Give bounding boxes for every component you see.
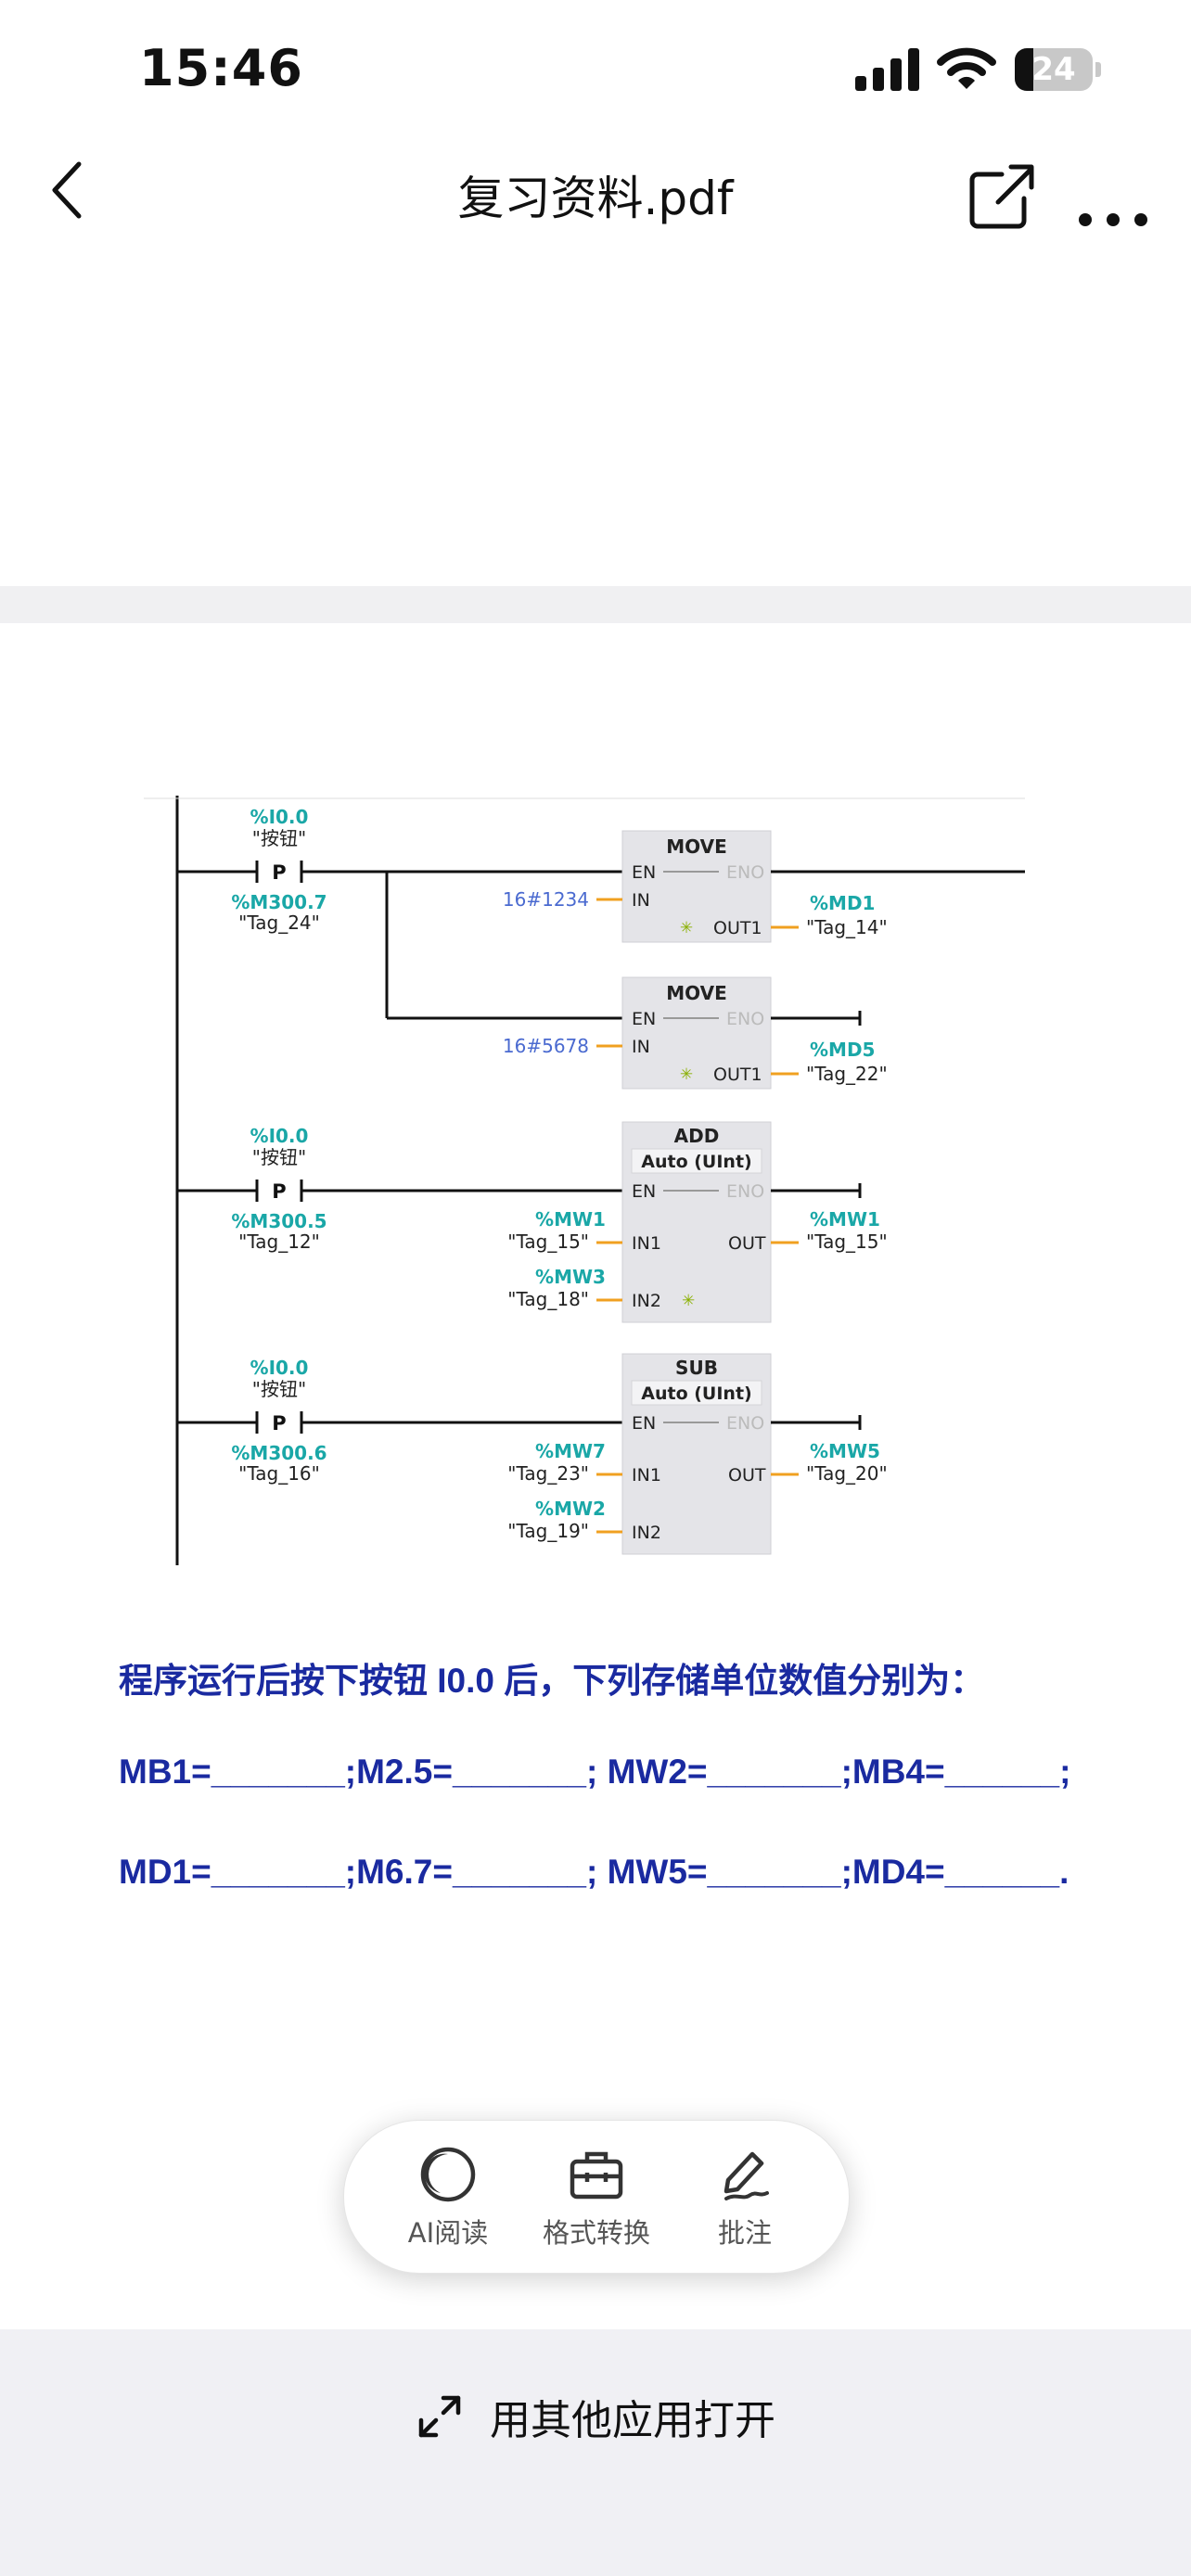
- rung3-contact-address: %I0.0: [250, 1357, 309, 1379]
- page-separator: [0, 586, 1191, 623]
- more-options-button[interactable]: [1076, 158, 1150, 232]
- open-with-bar: 用其他应用打开: [0, 2329, 1191, 2576]
- move1-out-address: %MD1: [810, 892, 875, 914]
- move-block-2: [621, 976, 772, 1090]
- chevron-left-icon: [52, 161, 82, 219]
- sub-in1-address: %MW7: [535, 1440, 606, 1462]
- open-with-other-app-button[interactable]: 用其他应用打开: [0, 2379, 1191, 2454]
- cellular-signal-icon: [855, 48, 919, 91]
- rung2-edge-label: P: [272, 1180, 286, 1203]
- ai-read-label: AI阅读: [407, 2217, 489, 2249]
- svg-text:✳: ✳: [682, 1292, 695, 1310]
- sub-in1-tag: "Tag_23": [507, 1462, 589, 1485]
- floating-toolbar: AI阅读 格式转换 批注: [343, 2120, 850, 2274]
- move2-en: EN: [632, 1009, 656, 1029]
- move2-out: OUT1: [713, 1065, 762, 1085]
- rung3-edge-tag: "Tag_16": [238, 1462, 320, 1485]
- add-in1-address: %MW1: [535, 1208, 606, 1231]
- sub-in1: IN1: [632, 1465, 661, 1486]
- pen-icon: [724, 2151, 769, 2200]
- back-button[interactable]: [33, 158, 98, 223]
- add-en: EN: [632, 1181, 656, 1202]
- question-line-2: MD1=_______;M6.7=_______; MW5=_______;MD…: [119, 1853, 1069, 1891]
- rung2-contact-address: %I0.0: [250, 1125, 309, 1147]
- expand-icon: [418, 2395, 461, 2438]
- rung1-edge-address: %M300.7: [231, 891, 327, 913]
- add-in1: IN1: [632, 1233, 661, 1254]
- sub-in2-address: %MW2: [535, 1498, 606, 1520]
- sub-en: EN: [632, 1413, 656, 1434]
- format-convert-button[interactable]: 格式转换: [531, 2145, 661, 2256]
- move2-out-address: %MD5: [810, 1039, 875, 1061]
- add-in1-tag: "Tag_15": [507, 1231, 589, 1253]
- move1-eno: ENO: [726, 862, 764, 883]
- document-title: 复习资料.pdf: [457, 172, 734, 225]
- battery-indicator: 24: [1015, 48, 1101, 91]
- share-icon: [969, 164, 1034, 229]
- sub-in2: IN2: [632, 1523, 661, 1543]
- annotate-button[interactable]: 批注: [680, 2145, 810, 2256]
- question-title: 程序运行后按下按钮 I0.0 后，下列存储单位数值分别为：: [119, 1662, 985, 1700]
- sub-title: SUB: [675, 1357, 718, 1379]
- move2-eno: ENO: [726, 1009, 764, 1029]
- rung2-edge-tag: "Tag_12": [238, 1231, 320, 1253]
- ai-read-icon: [420, 2147, 476, 2202]
- sub-out: OUT: [728, 1465, 766, 1486]
- rung1-contact-tag: "按钮": [252, 827, 306, 849]
- add-out-address: %MW1: [810, 1208, 880, 1231]
- rung2-edge-address: %M300.5: [231, 1210, 327, 1232]
- add-title: ADD: [674, 1125, 720, 1147]
- move1-in: IN: [632, 890, 650, 911]
- rung1-edge-label: P: [272, 861, 286, 884]
- sub-out-address: %MW5: [810, 1440, 880, 1462]
- question-line-1: MB1=_______;M2.5=_______; MW2=_______;MB…: [119, 1753, 1071, 1791]
- rung1-contact-address: %I0.0: [250, 806, 309, 828]
- sub-eno: ENO: [726, 1413, 764, 1434]
- move-block-1: [621, 830, 772, 943]
- toolbox-icon: [570, 2151, 623, 2200]
- ladder-diagram: %I0.0 "按钮" P %M300.7 "Tag_24" MOVE EN EN…: [144, 796, 1025, 1565]
- status-bar: 15:46 24: [0, 0, 1191, 130]
- ai-read-button[interactable]: AI阅读: [383, 2145, 513, 2256]
- add-in2-address: %MW3: [535, 1266, 606, 1288]
- move1-out-tag: "Tag_14": [806, 916, 888, 938]
- rung2-contact-tag: "按钮": [252, 1146, 306, 1168]
- move1-out: OUT1: [713, 918, 762, 938]
- add-out-tag: "Tag_15": [806, 1231, 888, 1253]
- move2-title: MOVE: [666, 982, 727, 1004]
- svg-text:✳: ✳: [680, 919, 693, 937]
- rung3-contact-tag: "按钮": [252, 1378, 306, 1400]
- add-type: Auto (UInt): [641, 1152, 751, 1172]
- battery-level: 24: [1031, 51, 1076, 88]
- move2-out-tag: "Tag_22": [806, 1063, 888, 1085]
- sub-type: Auto (UInt): [641, 1384, 751, 1404]
- annotate-label: 批注: [717, 2217, 772, 2249]
- svg-text:✳: ✳: [680, 1065, 693, 1084]
- move2-in-value: 16#5678: [503, 1035, 589, 1057]
- sub-out-tag: "Tag_20": [806, 1462, 888, 1485]
- move1-title: MOVE: [666, 835, 727, 858]
- move1-in-value: 16#1234: [503, 888, 589, 911]
- status-time: 15:46: [139, 39, 303, 97]
- add-in2-tag: "Tag_18": [507, 1288, 589, 1310]
- rung3-edge-address: %M300.6: [231, 1442, 327, 1464]
- ellipsis-icon: [1079, 213, 1147, 226]
- move2-in: IN: [632, 1037, 650, 1057]
- share-button[interactable]: [965, 158, 1039, 232]
- move1-en: EN: [632, 862, 656, 883]
- navigation-bar: 复习资料.pdf: [0, 130, 1191, 250]
- rung3-edge-label: P: [272, 1412, 286, 1435]
- open-with-label: 用其他应用打开: [490, 2397, 775, 2444]
- wifi-icon: [937, 47, 996, 89]
- add-out: OUT: [728, 1233, 766, 1254]
- rung1-edge-tag: "Tag_24": [238, 912, 320, 934]
- format-convert-label: 格式转换: [542, 2217, 650, 2249]
- add-in2: IN2: [632, 1291, 661, 1311]
- add-eno: ENO: [726, 1181, 764, 1202]
- sub-in2-tag: "Tag_19": [507, 1520, 589, 1542]
